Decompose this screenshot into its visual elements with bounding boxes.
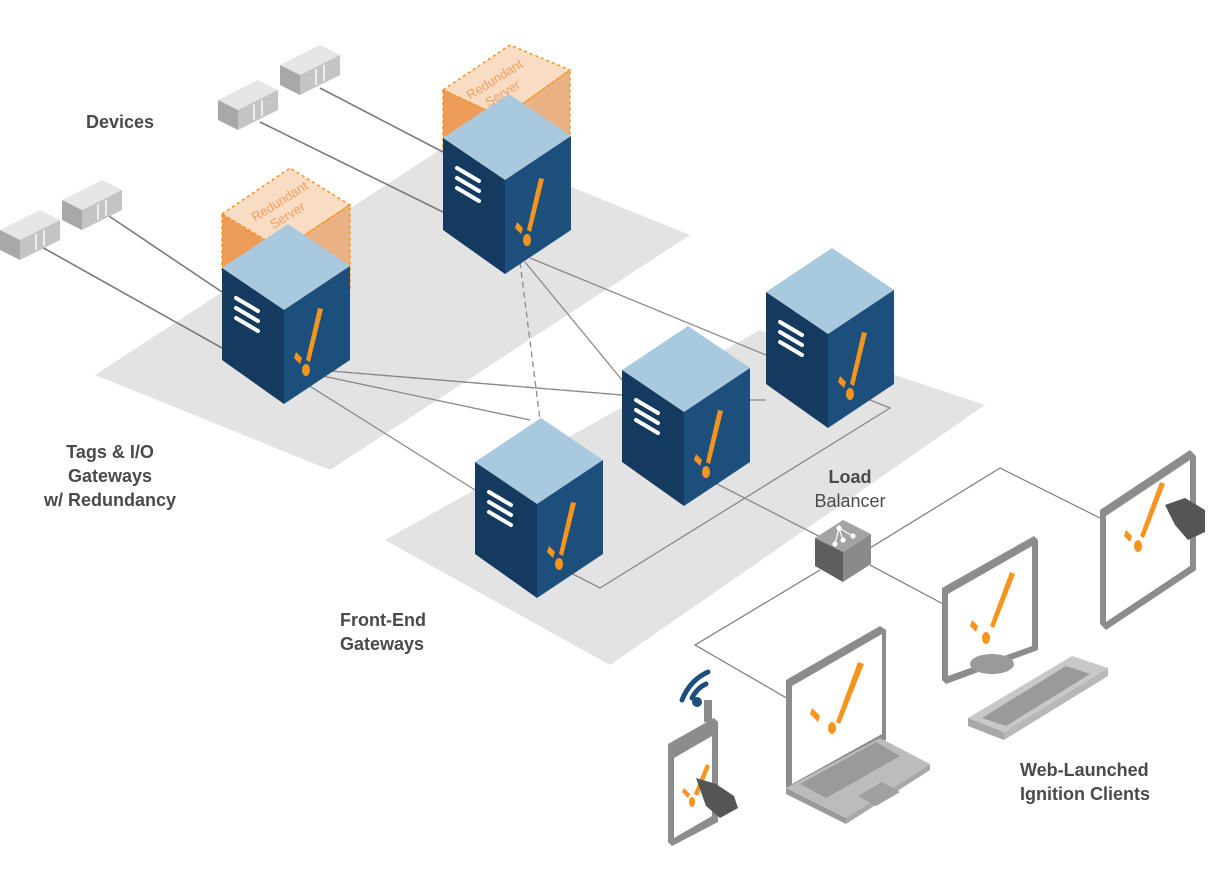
frontend-gateways-label-line: Front-End [340,610,426,630]
web-clients-label: Web-Launched Ignition Clients [1020,758,1200,806]
device-group-top [218,45,340,130]
tags-gateways-label-line: w/ Redundancy [43,490,177,510]
device-icon [62,180,122,230]
device-icon [218,80,278,130]
frontend-gateways-label-line: Gateways [340,634,425,654]
devices-label: Devices [85,112,155,132]
device-icon [0,210,60,260]
hand-pointer-icon [696,778,738,818]
device-connections [39,87,444,349]
tags-gateways-label-line: Tags & I/O [66,442,154,462]
wifi-icon [679,669,711,707]
load-balancer-label-line: Balancer [814,491,886,511]
tags-gateways-label: Tags & I/O Gateways w/ Redundancy [20,440,200,512]
client-connections [693,467,1101,701]
web-clients-label-line: Web-Launched [1020,760,1149,780]
keyboard-icon [968,656,1108,740]
frontend-gateways-label: Front-End Gateways [340,608,470,656]
mobile-client [668,669,738,846]
web-clients-label-line: Ignition Clients [1020,784,1150,804]
load-balancer-icon [815,520,871,582]
load-balancer-label: Load Balancer [790,465,910,513]
hand-pointer-icon [1165,498,1205,540]
device-icon [280,45,340,95]
device-group-left [0,180,122,260]
tags-gateways-label-line: Gateways [67,466,153,486]
touch-panel-client [1100,450,1205,630]
load-balancer-label-line: Load [828,467,872,487]
laptop-client [786,626,930,824]
desktop-monitor-client [942,536,1038,684]
